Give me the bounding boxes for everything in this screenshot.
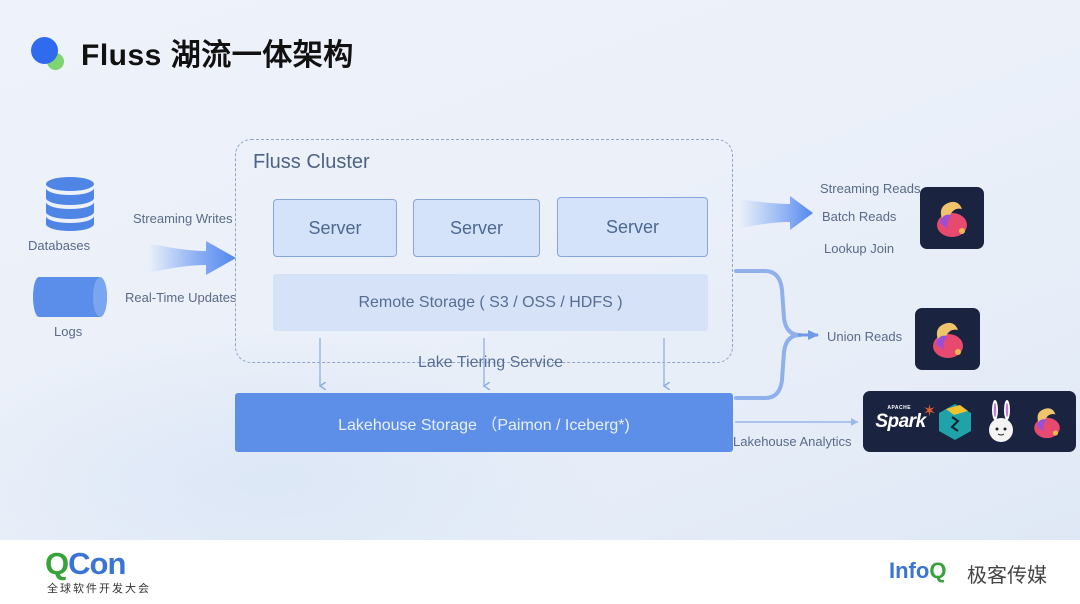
flink-squirrel-icon (937, 201, 967, 237)
databases-label: Databases (28, 238, 91, 253)
spark-star-icon: ✶ (922, 402, 936, 420)
spark-logo-icon: APACHE Spark ✶ (875, 403, 936, 433)
cluster-title: Fluss Cluster (253, 151, 370, 173)
union-bracket-bottom (734, 333, 802, 400)
union-reads-label: Union Reads (827, 329, 903, 344)
lake-tiering-service-label: Lake Tiering Service (418, 354, 563, 371)
streaming-writes-label: Streaming Writes (133, 211, 233, 226)
infoq-logo-info: Info (889, 558, 930, 583)
batch-reads-label: Batch Reads (822, 209, 897, 224)
analytics-engines-box: APACHE Spark ✶ (863, 391, 1076, 452)
infoq-chinese-name: 极客传媒 (967, 565, 1047, 587)
lakehouse-storage-box: Lakehouse Storage （Paimon / Iceberg*) (235, 393, 733, 452)
page-title: Fluss 湖流一体架构 (81, 39, 354, 72)
title-dot-blue-icon (31, 37, 58, 64)
lakehouse-analytics-label: Lakehouse Analytics (733, 434, 852, 449)
flink-logo-box (920, 187, 984, 249)
infoq-logo: InfoQ (889, 558, 946, 584)
spark-label: Spark (875, 410, 926, 432)
streaming-out-arrow (740, 196, 813, 230)
lookup-join-label: Lookup Join (824, 241, 895, 256)
qcon-logo-con: Con (68, 546, 126, 581)
logs-label: Logs (54, 324, 83, 339)
flink-logo-box (915, 308, 980, 370)
streaming-reads-label: Streaming Reads (820, 181, 921, 196)
server-node: Server (273, 199, 397, 257)
union-bracket-top (734, 269, 802, 337)
remote-storage-box: Remote Storage ( S3 / OSS / HDFS ) (273, 274, 708, 331)
starrocks-logo-icon (939, 403, 972, 440)
flink-squirrel-icon (1033, 407, 1060, 438)
qcon-subtitle: 全球软件开发大会 (47, 583, 151, 595)
rabbit-logo-icon (988, 399, 1013, 442)
realtime-updates-label: Real-Time Updates (125, 290, 237, 305)
logs-cylinder-icon (33, 277, 107, 317)
infoq-logo-q: Q (929, 558, 947, 583)
qcon-logo: QCon (45, 546, 126, 582)
flink-squirrel-icon (932, 322, 963, 358)
server-node: Server (557, 197, 708, 257)
slide: Fluss 湖流一体架构 Databases Logs Streaming Wr… (0, 0, 1080, 540)
database-icon (46, 177, 94, 231)
footer (0, 540, 1080, 604)
spark-apache-label: APACHE (887, 404, 912, 411)
server-node: Server (413, 199, 540, 257)
qcon-logo-q: Q (45, 546, 69, 581)
ingest-arrow-icon (148, 241, 236, 275)
